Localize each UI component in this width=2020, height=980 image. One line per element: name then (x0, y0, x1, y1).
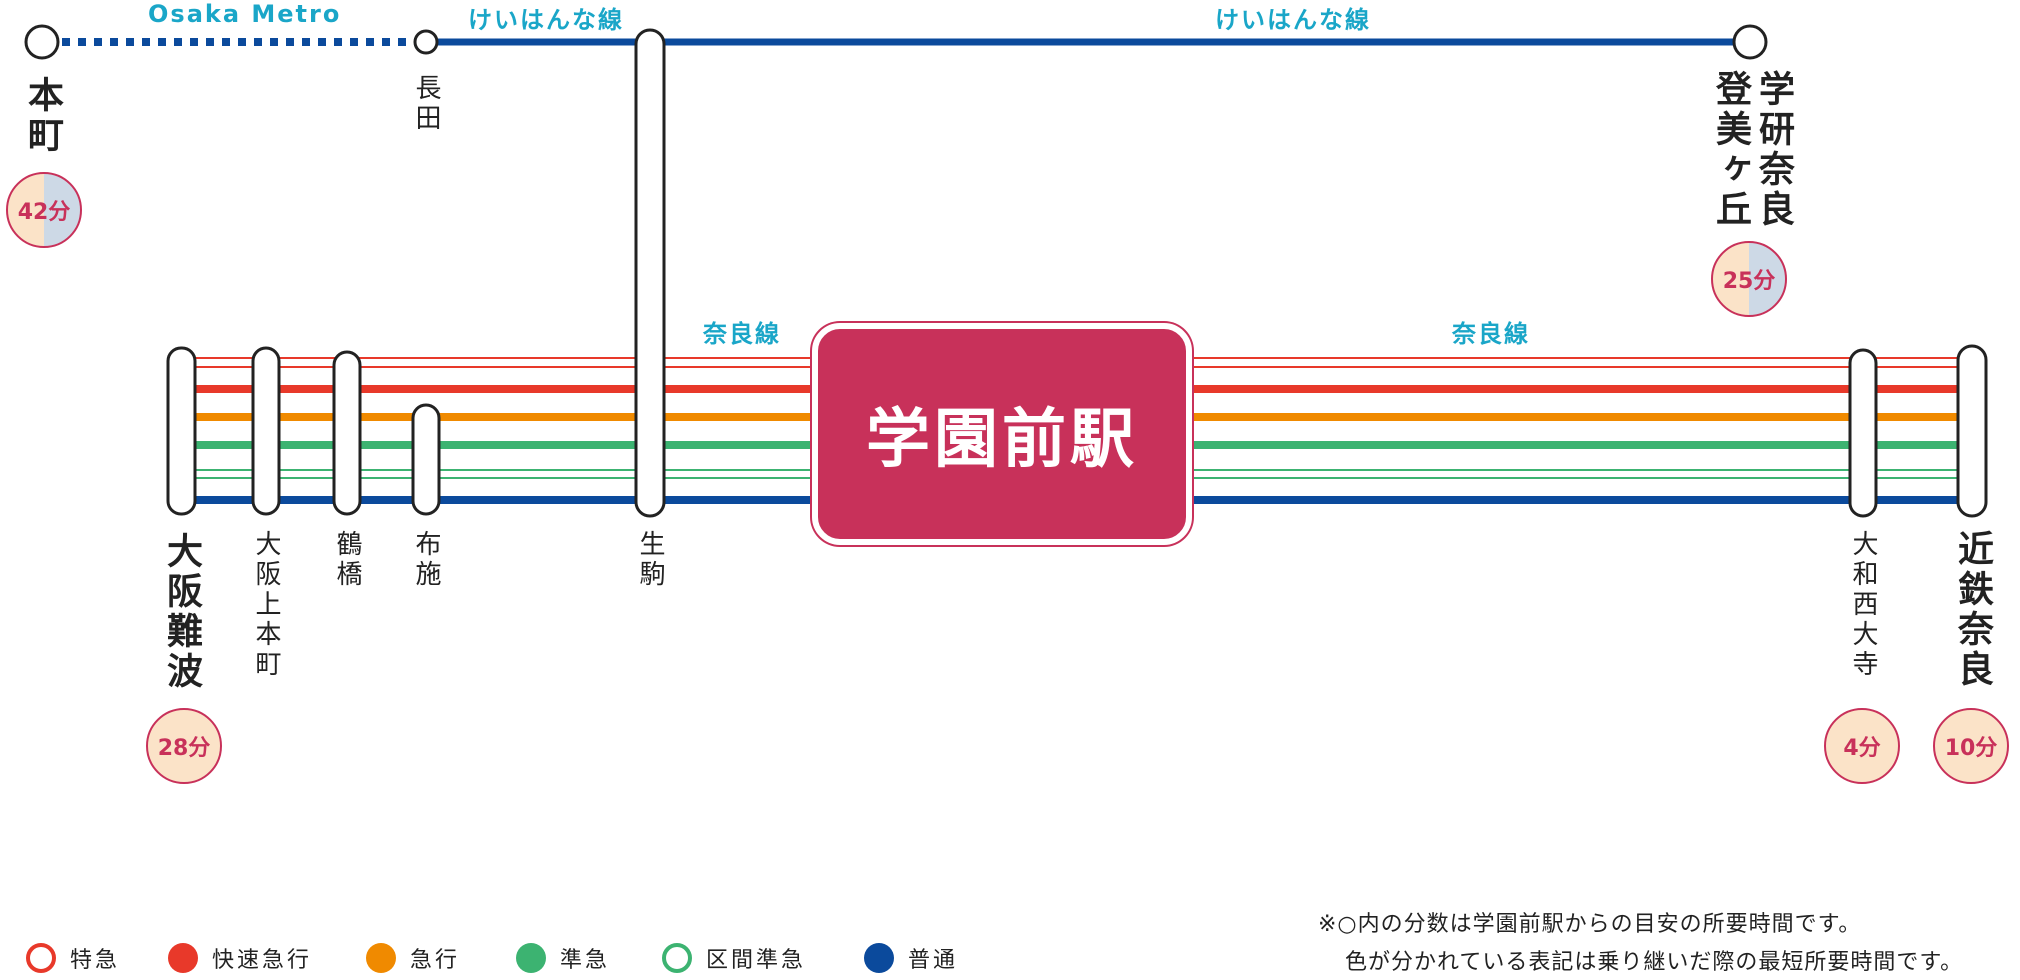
station-name-nagata: 長田 (411, 74, 441, 134)
legend-label: 準急 (560, 948, 611, 973)
legend-local: 普通 (864, 940, 958, 976)
line-label-keihanna-right: けいはんな線 (1215, 6, 1371, 34)
station-marker-ikoma[interactable] (634, 28, 666, 518)
legend-express: 特急 (26, 940, 120, 976)
station-marker-nagata[interactable] (413, 29, 439, 55)
legend-ring-icon (26, 943, 56, 973)
time-badge-gakken-nara-tomigaoka: 25分 (1711, 241, 1787, 317)
line-label-osaka-metro: Osaka Metro (148, 0, 342, 28)
legend-label: 快速急行 (212, 948, 313, 973)
legend-semi-express: 準急 (516, 940, 610, 976)
station-name-osaka-namba: 大阪難波 (161, 532, 202, 692)
legend-section-semi-express: 区間準急 (662, 940, 806, 976)
line-label-keihanna-left: けいはんな線 (468, 6, 624, 34)
center-station-gakuenmae[interactable]: 学園前駅 (812, 323, 1192, 545)
legend-ring-icon (662, 943, 692, 973)
legend-express-kyuko: 急行 (366, 940, 460, 976)
station-name-osaka-uehommachi: 大阪上本町 (251, 530, 281, 680)
station-marker-gakken-nara-tomigaoka[interactable] (1732, 24, 1768, 60)
line-label-nara-left: 奈良線 (703, 320, 781, 348)
legend-label: 急行 (410, 948, 461, 973)
line-label-nara-right: 奈良線 (1452, 320, 1530, 348)
legend-rapid-express: 快速急行 (168, 940, 312, 976)
station-marker-honmachi[interactable] (24, 24, 60, 60)
station-marker-fuse[interactable] (411, 403, 441, 516)
station-name-kintetsu-nara: 近鉄奈良 (1952, 530, 1993, 690)
time-badge-osaka-namba: 28分 (146, 708, 222, 784)
legend-dot-icon (168, 943, 198, 973)
time-badge-honmachi: 42分 (6, 172, 82, 248)
station-name-honmachi: 本町 (22, 76, 63, 156)
station-name-gakken-nara: 学研奈良 (1753, 70, 1794, 230)
legend-dot-icon (516, 943, 546, 973)
station-name-yamato-saidaiji: 大和西大寺 (1848, 530, 1878, 680)
note-line-2: 色が分かれている表記は乗り継いだ際の最短所要時間です。 (1345, 950, 1964, 975)
station-marker-osaka-namba[interactable] (166, 346, 197, 516)
legend-label: 普通 (908, 948, 959, 973)
legend-dot-icon (366, 943, 396, 973)
nara-line-bands (180, 357, 1965, 504)
station-name-tsuruhashi: 鶴橋 (332, 530, 362, 590)
legend-label: 特急 (70, 948, 121, 973)
station-marker-kintetsu-nara[interactable] (1956, 344, 1988, 518)
time-badge-yamato-saidaiji: 4分 (1824, 708, 1900, 784)
center-station-label: 学園前駅 (866, 403, 1138, 477)
legend-label: 区間準急 (706, 948, 807, 973)
station-name-ikoma: 生駒 (635, 530, 665, 590)
station-marker-osaka-uehommachi[interactable] (251, 346, 281, 516)
station-name-tomigaoka: 登美ヶ丘 (1710, 70, 1751, 230)
station-name-fuse: 布施 (411, 530, 441, 590)
time-badge-kintetsu-nara: 10分 (1933, 708, 2009, 784)
station-marker-tsuruhashi[interactable] (332, 350, 362, 516)
note-line-1: ※○内の分数は学園前駅からの目安の所要時間です。 (1318, 912, 1862, 937)
legend-dot-icon (864, 943, 894, 973)
station-marker-yamato-saidaiji[interactable] (1848, 348, 1878, 518)
